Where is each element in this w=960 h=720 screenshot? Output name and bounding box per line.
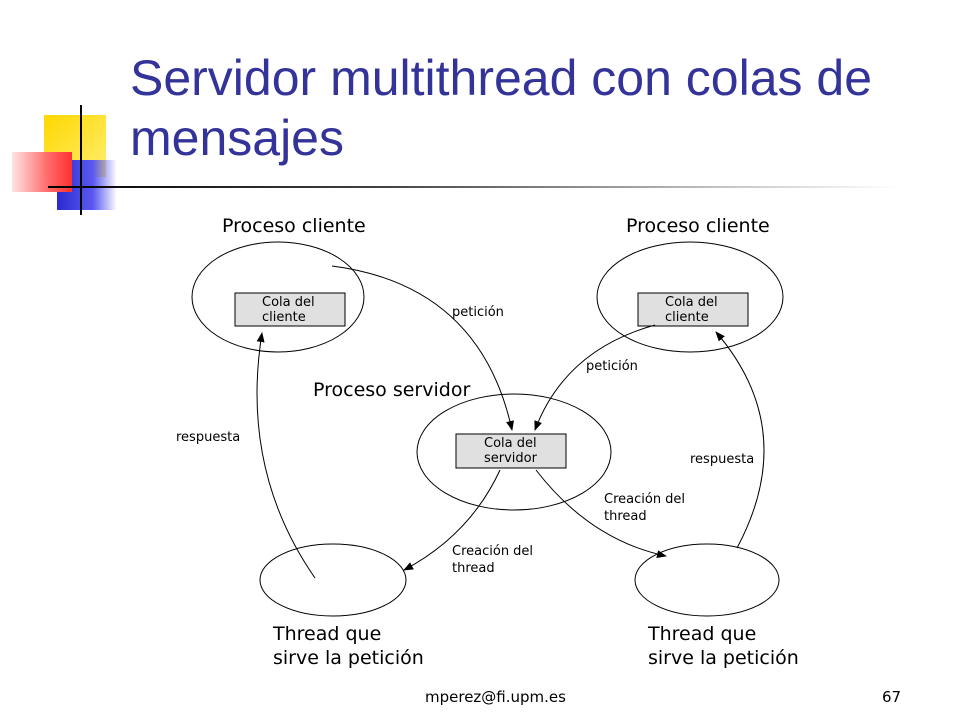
server-queue-label-2: servidor: [484, 451, 538, 466]
thread-creation-right-label-1: Creación del: [604, 492, 685, 507]
request-left-arrow: [331, 265, 514, 431]
request-right-label: petición: [586, 359, 638, 374]
thread-creation-left-arrow: [403, 469, 501, 571]
footer-email: mperez@fi.upm.es: [425, 688, 566, 706]
server-process: Proceso servidor Cola del servidor: [313, 379, 612, 511]
page-number: 67: [882, 688, 902, 706]
server-process-label: Proceso servidor: [313, 379, 470, 401]
server-process-ellipse: [416, 393, 612, 511]
thread-left: Thread que sirve la petición: [259, 543, 424, 669]
decor-vertical-line: [80, 105, 82, 215]
client-process-left-label: Proceso cliente: [222, 215, 366, 237]
decor-horizontal-line: [48, 186, 898, 188]
thread-creation-right-arrow: [535, 469, 667, 559]
thread-left-label-2: sirve la petición: [273, 647, 424, 669]
client-queue-left-box: [234, 292, 346, 327]
client-queue-right-label-2: cliente: [665, 310, 709, 325]
client-queue-left-label-1: Cola del: [262, 295, 315, 310]
client-process-left-ellipse: [191, 241, 365, 353]
response-left-label: respuesta: [176, 430, 240, 445]
server-queue-label-1: Cola del: [484, 436, 537, 451]
thread-left-ellipse: [259, 543, 407, 617]
thread-creation-right-label-2: thread: [604, 509, 647, 524]
request-left-label: petición: [452, 305, 504, 320]
response-right-arrow: [715, 331, 765, 549]
thread-right: Thread que sirve la petición: [634, 543, 799, 669]
response-left-arrow: [256, 332, 316, 579]
decor-red-square: [12, 152, 72, 192]
client-process-left: Proceso cliente Cola del cliente: [191, 215, 366, 353]
client-process-right-ellipse: [596, 241, 784, 353]
thread-left-label-1: Thread que: [272, 623, 381, 645]
client-queue-right-label-1: Cola del: [665, 295, 718, 310]
client-queue-left-label-2: cliente: [262, 310, 306, 325]
server-queue-box: [455, 433, 567, 469]
request-right-arrow: [534, 324, 656, 431]
client-process-right: Proceso cliente Cola del cliente: [596, 215, 784, 353]
thread-creation-left-label-1: Creación del: [452, 544, 533, 559]
slide-title: Servidor multithread con colas de mensaj…: [130, 50, 873, 166]
thread-right-label-1: Thread que: [647, 623, 756, 645]
thread-right-ellipse: [634, 543, 780, 617]
thread-creation-left-label-2: thread: [452, 561, 495, 576]
response-right-label: respuesta: [690, 452, 754, 467]
thread-right-label-2: sirve la petición: [648, 647, 799, 669]
client-queue-right-box: [637, 292, 749, 327]
client-process-right-label: Proceso cliente: [626, 215, 770, 237]
